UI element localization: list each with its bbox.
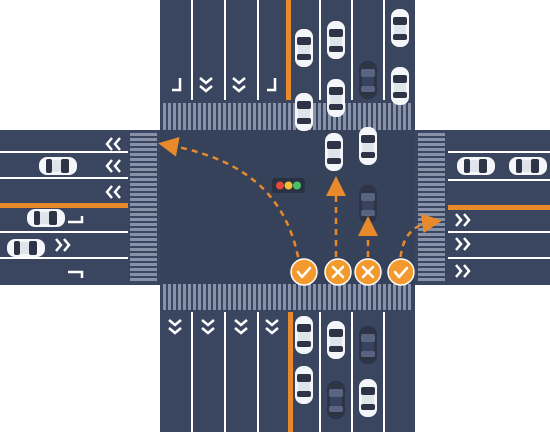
chevron-icon: [455, 237, 471, 251]
chevron-icon: [105, 137, 121, 151]
south-lane-lines: [191, 312, 385, 432]
signal-green: [293, 181, 301, 190]
signal-yellow: [284, 181, 293, 190]
east-median: [448, 205, 550, 210]
west-lane-lines: [0, 151, 128, 259]
car-icon: [295, 316, 313, 354]
east-lane-arrows: [455, 213, 471, 278]
north-lane-arrows: [172, 77, 277, 93]
chevron-icon: [232, 77, 246, 93]
car-icon: [295, 29, 313, 67]
turn-arrow-icon: [267, 78, 277, 92]
chevron-icon: [105, 185, 121, 199]
car-icon: [39, 157, 77, 175]
west-median: [0, 203, 128, 208]
south-crosswalk: [163, 284, 411, 310]
north-lane-lines: [191, 0, 385, 100]
car-icon: [7, 239, 45, 257]
north-median: [286, 0, 291, 100]
x-circle-icon: [324, 258, 352, 286]
check-circle-icon: [387, 258, 415, 286]
west-lane-arrows: [55, 137, 121, 278]
car-icon: [327, 381, 345, 419]
traffic-light-icon: [272, 178, 305, 193]
chevron-icon: [234, 319, 248, 335]
car-icon: [359, 185, 377, 223]
car-icon: [457, 157, 495, 175]
south-median: [288, 312, 293, 432]
turn-arrow-icon: [172, 78, 182, 92]
east-lane-lines: [448, 151, 550, 259]
car-icon: [327, 321, 345, 359]
chevron-icon: [105, 159, 121, 173]
car-icon: [509, 157, 547, 175]
turn-arrow-icon: [68, 270, 84, 278]
car-icon: [359, 379, 377, 417]
car-icon: [295, 93, 313, 131]
chevron-icon: [455, 264, 471, 278]
car-icon: [391, 9, 409, 47]
chevron-icon: [168, 319, 182, 335]
car-icon: [327, 79, 345, 117]
chevron-icon: [199, 77, 213, 93]
car-icon: [359, 326, 377, 364]
car-icon: [295, 366, 313, 404]
car-icon: [325, 133, 343, 171]
x-circle-icon: [354, 258, 382, 286]
movement-markers: [290, 258, 415, 286]
chevron-icon: [201, 319, 215, 335]
south-lane-arrows: [168, 319, 279, 335]
chevron-icon: [55, 238, 71, 252]
movement-paths: [158, 136, 442, 269]
car-icon: [391, 67, 409, 105]
left-turn-path: [158, 136, 302, 269]
car-icon: [359, 127, 377, 165]
chevron-icon: [455, 213, 471, 227]
west-crosswalk: [130, 133, 157, 281]
car-icon: [327, 21, 345, 59]
car-icon: [359, 61, 377, 99]
car-icon: [27, 209, 65, 227]
check-circle-icon: [290, 258, 318, 286]
turn-arrow-icon: [68, 216, 84, 224]
right-turn-path: [398, 213, 442, 269]
chevron-icon: [265, 319, 279, 335]
signal-red: [276, 181, 284, 190]
